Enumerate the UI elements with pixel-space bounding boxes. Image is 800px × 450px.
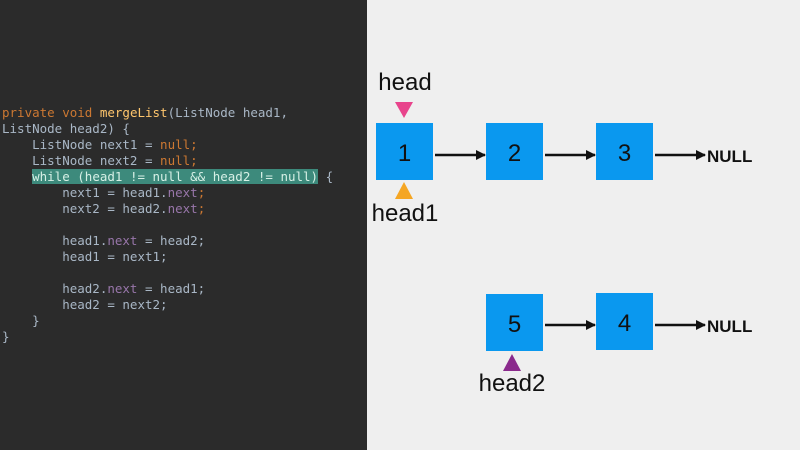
code-line: head1 = next1;	[2, 249, 333, 265]
code-token: = head2;	[137, 233, 206, 248]
code-token: (ListNode head1,	[167, 105, 288, 120]
code-token: head1 = next1;	[2, 249, 168, 264]
list2-node-5	[486, 294, 543, 351]
code-token: ;	[197, 185, 206, 200]
code-token: mergeList	[99, 105, 168, 120]
code-token: next	[107, 233, 138, 248]
code-token: private void	[2, 105, 100, 120]
code-token: = head1;	[137, 281, 206, 296]
code-token: next1 = head1.	[2, 185, 168, 200]
code-line: ListNode next2 = null;	[2, 153, 333, 169]
list1-node-3-label: 3	[618, 140, 631, 167]
code-token	[2, 169, 32, 184]
code-token: null	[160, 153, 191, 168]
code-line: head1.next = head2;	[2, 233, 333, 249]
code-line: next2 = head2.next;	[2, 201, 333, 217]
code-line: while (head1 != null && head2 != null) {	[2, 169, 333, 185]
list2-null-label: NULL	[707, 317, 752, 336]
code-token: head1.	[2, 233, 108, 248]
code-token: }	[2, 329, 10, 344]
code-line	[2, 265, 333, 281]
head1-pointer-triangle	[395, 182, 413, 199]
code-token: }	[2, 313, 40, 328]
head2-label: head2	[479, 370, 546, 397]
head-pointer-triangle	[395, 102, 413, 118]
list1-node-2	[486, 123, 543, 180]
linked-list-diagram: head 1 2 3 NULL head1 5 4 NULL head2	[372, 69, 753, 397]
code-line: ListNode head2) {	[2, 121, 333, 137]
code-token: next	[167, 201, 198, 216]
code-token: ListNode head2) {	[2, 121, 130, 136]
code-line: head2 = next2;	[2, 297, 333, 313]
linked-list-diagram-panel: head 1 2 3 NULL head1 5 4 NULL head2	[367, 0, 800, 450]
list1-node-3	[596, 123, 653, 180]
head2-pointer-triangle	[503, 354, 521, 371]
code-line: private void mergeList(ListNode head1,	[2, 105, 333, 121]
code-line	[2, 217, 333, 233]
code-line: head2.next = head1;	[2, 281, 333, 297]
code-token: ListNode next1 =	[2, 137, 161, 152]
code-token: {	[318, 169, 334, 184]
list1-node-2-label: 2	[508, 140, 521, 167]
code-line: }	[2, 329, 333, 345]
code-token: ;	[190, 153, 198, 168]
list2-node-5-label: 5	[508, 311, 521, 338]
list1-node-1	[376, 123, 433, 180]
code-token: ;	[190, 137, 198, 152]
head1-label: head1	[372, 200, 439, 227]
code-block: private void mergeList(ListNode head1,Li…	[2, 105, 333, 345]
code-editor-panel: private void mergeList(ListNode head1,Li…	[0, 0, 367, 450]
list2-node-4	[596, 293, 653, 350]
code-token: null	[160, 137, 191, 152]
code-token: next	[167, 185, 198, 200]
list1-node-1-label: 1	[398, 140, 411, 167]
code-line: ListNode next1 = null;	[2, 137, 333, 153]
list1-null-label: NULL	[707, 147, 752, 166]
list2-node-4-label: 4	[618, 310, 631, 337]
code-line: }	[2, 313, 333, 329]
code-token: next2 = head2.	[2, 201, 168, 216]
head-label: head	[378, 69, 431, 96]
code-token: ListNode next2 =	[2, 153, 161, 168]
highlighted-code: while (head1 != null && head2 != null)	[32, 169, 319, 184]
code-token: next	[107, 281, 138, 296]
code-token: head2.	[2, 281, 108, 296]
code-token: head2 = next2;	[2, 297, 168, 312]
code-line: next1 = head1.next;	[2, 185, 333, 201]
code-token: ;	[197, 201, 206, 216]
